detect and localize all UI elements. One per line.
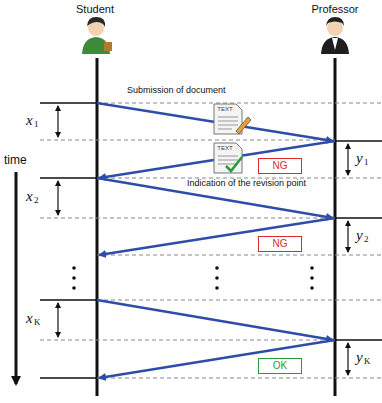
message-label: Indication of the revision point [186,179,307,189]
interval-symbol: x [26,310,33,327]
dashed-guides [40,103,382,378]
professor-timeline [334,58,337,396]
continuation-dots [72,266,314,290]
status-text: NG [259,160,301,171]
actor-name: Student [76,3,114,15]
document-icon [214,143,242,173]
status-box: NG [258,236,302,252]
status-box: NG [258,158,302,174]
interval-symbol: x [26,112,33,129]
interval-subscript: K [34,318,41,328]
axis-label: time [4,154,27,167]
interval-subscript: 1 [364,158,369,168]
icon-text: TEXT [217,106,232,113]
document-icon [214,104,251,134]
interval-symbol: y [356,227,363,244]
interval-symbol: y [356,150,363,167]
message-arrows [97,103,335,378]
actor-name: Professor [311,3,358,15]
tick-lines [40,103,382,378]
status-text: OK [259,360,301,371]
student-figure [82,17,112,54]
interval-subscript: 2 [364,235,369,245]
interval-brackets [58,106,348,375]
interval-subscript: K [364,357,371,367]
student-timeline [96,58,99,396]
icon-text: TEXT [217,145,232,152]
status-text: NG [259,238,301,249]
interval-symbol: y [356,349,363,366]
interval-subscript: 2 [34,196,39,206]
professor-figure [321,17,349,54]
status-box: OK [258,358,302,374]
message-label: Submission of document [126,86,227,96]
time-arrow [15,172,18,384]
interval-symbol: x [26,188,33,205]
interval-subscript: 1 [34,120,39,130]
